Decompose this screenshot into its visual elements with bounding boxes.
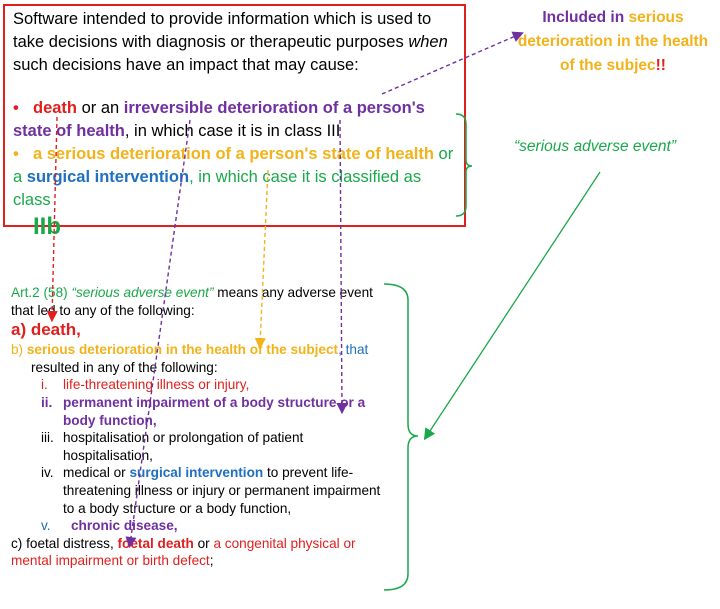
death-term: death xyxy=(33,99,78,117)
connector-text: or a xyxy=(13,145,454,186)
death-arrow xyxy=(46,116,58,323)
irreversible-term: irreversible deterioration of a person's… xyxy=(13,99,425,140)
sub-items: i. life-threatening illness or injury, ii… xyxy=(11,376,391,534)
connector-text: or an xyxy=(77,99,124,117)
surgical-intervention-term: surgical intervention xyxy=(26,168,190,186)
item-b-label: b) xyxy=(11,342,27,358)
included-in-text: Included in xyxy=(542,9,629,26)
included-note: Included in serious deterioration in the… xyxy=(513,6,713,78)
item-a: a) death, xyxy=(11,319,391,341)
intro-when: when xyxy=(408,33,448,51)
sub-item-num: iii. xyxy=(41,430,54,446)
rule-bullets: • death or an irreversible deterioration … xyxy=(13,97,463,241)
class-iib-label: IIb xyxy=(33,213,61,240)
intro-text: Software intended to provide information… xyxy=(13,10,432,51)
article-brace xyxy=(383,283,419,591)
to-included-note-arrow xyxy=(381,31,524,95)
sub-item-text: life-threatening illness or injury, xyxy=(63,377,250,393)
article-term: “serious adverse event” xyxy=(71,285,214,300)
serious-deterioration-note: serious deterioration in the health of t… xyxy=(517,9,709,74)
foetal-death-term: foetal death xyxy=(117,535,194,551)
bullet-marker: • xyxy=(13,145,19,163)
rule-intro: Software intended to provide information… xyxy=(13,8,463,77)
sae-arrow xyxy=(423,171,601,441)
item-a-text: death, xyxy=(30,320,81,340)
item-c: c) foetal distress, foetal death or a co… xyxy=(11,535,391,570)
bullet-class-iib: • a serious deterioration of a person's s… xyxy=(13,143,463,241)
irreversible-to-permanent-arrow xyxy=(336,119,348,415)
class-iib-text: , in which case it is classified as clas… xyxy=(13,168,422,209)
bullet-marker: • xyxy=(13,99,19,117)
sub-item-ii: ii. permanent impairment of a body struct… xyxy=(41,394,391,429)
sub-item-i: i. life-threatening illness or injury, xyxy=(41,376,391,394)
bullet-class-iii: • death or an irreversible deterioration … xyxy=(13,97,463,143)
item-c-pre: foetal distress, xyxy=(26,535,118,551)
sub-item-num: i. xyxy=(41,377,48,393)
article-2-58: Art.2 (58) “serious adverse event” means… xyxy=(11,284,391,570)
item-c-or: or xyxy=(193,535,214,551)
classification-rule-box xyxy=(3,4,466,227)
sub-item-text: chronic disease, xyxy=(71,518,178,534)
article-ref: Art.2 (58) xyxy=(11,285,72,300)
class-iii-text: , in which case it is in class III xyxy=(124,122,341,140)
sub-item-v: v. chronic disease, xyxy=(41,517,391,535)
serious-arrow xyxy=(254,169,269,350)
item-b-that: that xyxy=(345,342,369,358)
exclamation: !! xyxy=(655,57,666,74)
surgical-intervention-term: surgical intervention xyxy=(129,465,264,481)
item-c-label: c) xyxy=(11,535,27,551)
sub-item-text: permanent impairment of a body structure… xyxy=(63,394,366,428)
intro-text-end: such decisions have an impact that may c… xyxy=(13,56,359,74)
item-c-rest: a congenital physical or mental impairme… xyxy=(11,535,356,569)
sub-item-iii: iii. hospitalisation or prolongation of p… xyxy=(41,429,391,464)
irreversible-to-chronic-arrow xyxy=(125,119,191,549)
serious-deterioration-term: a serious deterioration of a person's st… xyxy=(33,145,434,163)
item-b-resulted: resulted in any of the following: xyxy=(31,359,218,375)
serious-adverse-event-label: “serious adverse event” xyxy=(514,138,676,155)
sub-item-iv-pre: medical or xyxy=(63,465,130,481)
sub-item-text: hospitalisation or prolongation of patie… xyxy=(63,430,304,463)
sub-item-iv-post: to prevent life-threatening illness or i… xyxy=(63,465,381,516)
article-definition: Art.2 (58) “serious adverse event” means… xyxy=(11,284,391,319)
sub-item-num: ii. xyxy=(41,394,53,410)
item-c-end: ; xyxy=(209,553,214,569)
item-a-label: a) xyxy=(11,320,31,340)
sub-item-iv: iv. medical or surgical intervention to p… xyxy=(41,464,391,517)
item-b-comma: , xyxy=(338,342,346,358)
sub-item-num: iv. xyxy=(41,465,54,481)
top-bullets-brace xyxy=(455,113,473,217)
sub-item-num: v. xyxy=(41,518,51,534)
sub-item-text: medical or surgical intervention to prev… xyxy=(63,464,391,517)
